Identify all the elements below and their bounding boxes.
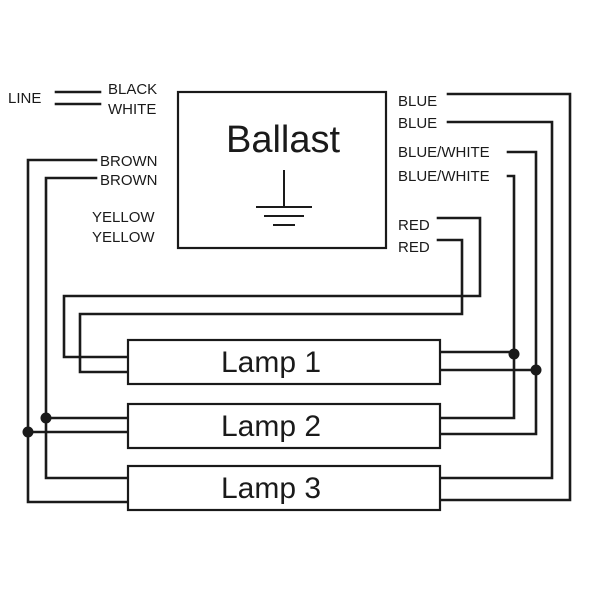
junction-dot: [530, 364, 542, 376]
wire-label-white: WHITE: [108, 101, 156, 118]
lamp-1-label: Lamp 1: [221, 346, 321, 379]
blue-white-wire-2: [439, 174, 516, 420]
lamp-3-box: [126, 464, 442, 512]
ballast-box: [176, 90, 388, 250]
wire-label-blue-white-2: BLUE/WHITE: [398, 168, 490, 185]
wire-label-black: BLACK: [108, 81, 157, 98]
ballast-title: Ballast: [226, 119, 340, 161]
brown-wire-1: [26, 158, 130, 504]
wire-label-red-2: RED: [398, 239, 430, 256]
junction-dot: [22, 426, 34, 438]
lamp-1-box: [126, 338, 442, 386]
wire-label-brown-2: BROWN: [100, 172, 158, 189]
wire-label-blue-white-1: BLUE/WHITE: [398, 144, 490, 161]
lamp-2-label: Lamp 2: [221, 410, 321, 443]
lamp-2-box: [126, 402, 442, 450]
wire-label-blue-1: BLUE: [398, 93, 437, 110]
wire-label-blue-2: BLUE: [398, 115, 437, 132]
wire-label-brown-1: BROWN: [100, 153, 158, 170]
blue-wire-1: [439, 92, 572, 502]
lamp-3-label: Lamp 3: [221, 472, 321, 505]
wire-label-yellow-1: YELLOW: [92, 209, 155, 226]
wire-label-red-1: RED: [398, 217, 430, 234]
wire-label-yellow-2: YELLOW: [92, 229, 155, 246]
ground-icon: [256, 170, 312, 226]
brown-wire-2: [44, 176, 130, 480]
blue-white-wire-1: [439, 150, 538, 436]
red-wire-1: [62, 216, 482, 359]
junction-dot: [508, 348, 520, 360]
line-label: LINE: [8, 90, 41, 107]
junction-dot: [40, 412, 52, 424]
red-wire-2: [78, 238, 464, 374]
blue-wire-2: [439, 120, 554, 480]
